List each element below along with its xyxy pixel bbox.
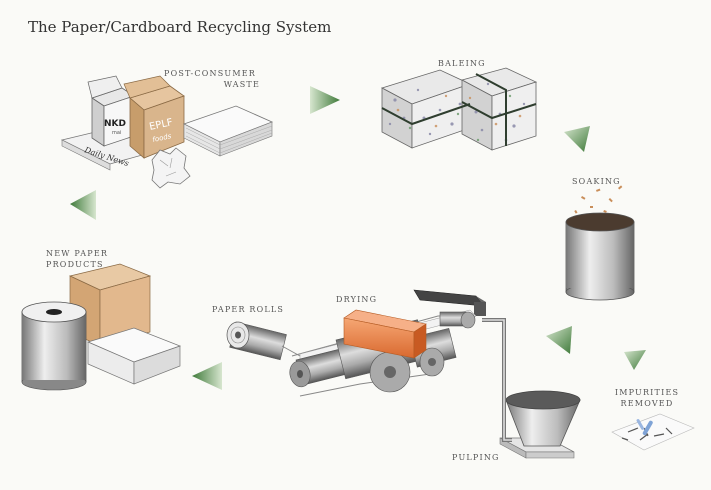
label-impurities-line1: IMPURITIES [614, 388, 680, 397]
diagram-title: The Paper/Cardboard Recycling System [28, 18, 332, 36]
label-soaking: SOAKING [572, 177, 621, 186]
flow-arrow-5 [192, 362, 222, 390]
label-pulping: PULPING [452, 453, 500, 462]
flow-arrow-6 [70, 190, 96, 220]
nkd-box-label: NKD [104, 119, 126, 129]
pulping-vat-illustration [482, 318, 581, 459]
label-paper-rolls: PAPER ROLLS [212, 305, 285, 314]
label-impurities-removed: IMPURITIES REMOVED [612, 387, 682, 409]
flow-arrow-3 [546, 326, 572, 354]
label-baleing: BALEING [438, 59, 486, 68]
paper-stack [182, 105, 274, 157]
soaking-fragments [574, 185, 623, 214]
post-consumer-waste-illustration: Daily News NKD mai EPLF foods [60, 75, 274, 189]
nkd-box-sublabel: mai [112, 130, 121, 136]
eplf-box-sublabel: foods [152, 132, 173, 144]
label-new-paper-line1: NEW PAPER [46, 249, 109, 258]
label-new-paper-line2: PRODUCTS [46, 260, 104, 269]
label-drying: DRYING [336, 295, 378, 304]
label-post-consumer-waste: POST-CONSUMER WASTE [150, 68, 270, 90]
label-impurities-line2: REMOVED [620, 399, 674, 408]
paper-roll-output [226, 321, 301, 361]
flow-arrow-2 [564, 126, 590, 152]
flow-arrow-1 [310, 86, 340, 114]
paper-machine-illustration [226, 289, 486, 397]
label-post-consumer-line2: WASTE [223, 80, 260, 89]
label-new-paper-products: NEW PAPER PRODUCTS [46, 248, 108, 270]
soaking-tank-illustration [565, 185, 635, 301]
impurities-illustration [611, 413, 695, 451]
flow-arrow-4 [624, 350, 646, 370]
bales-illustration [380, 67, 538, 151]
eplf-box-label: EPLF [148, 117, 174, 133]
dryer-element [343, 309, 427, 359]
label-post-consumer-line1: POST-CONSUMER [164, 69, 256, 78]
new-paper-products-illustration [21, 263, 182, 391]
